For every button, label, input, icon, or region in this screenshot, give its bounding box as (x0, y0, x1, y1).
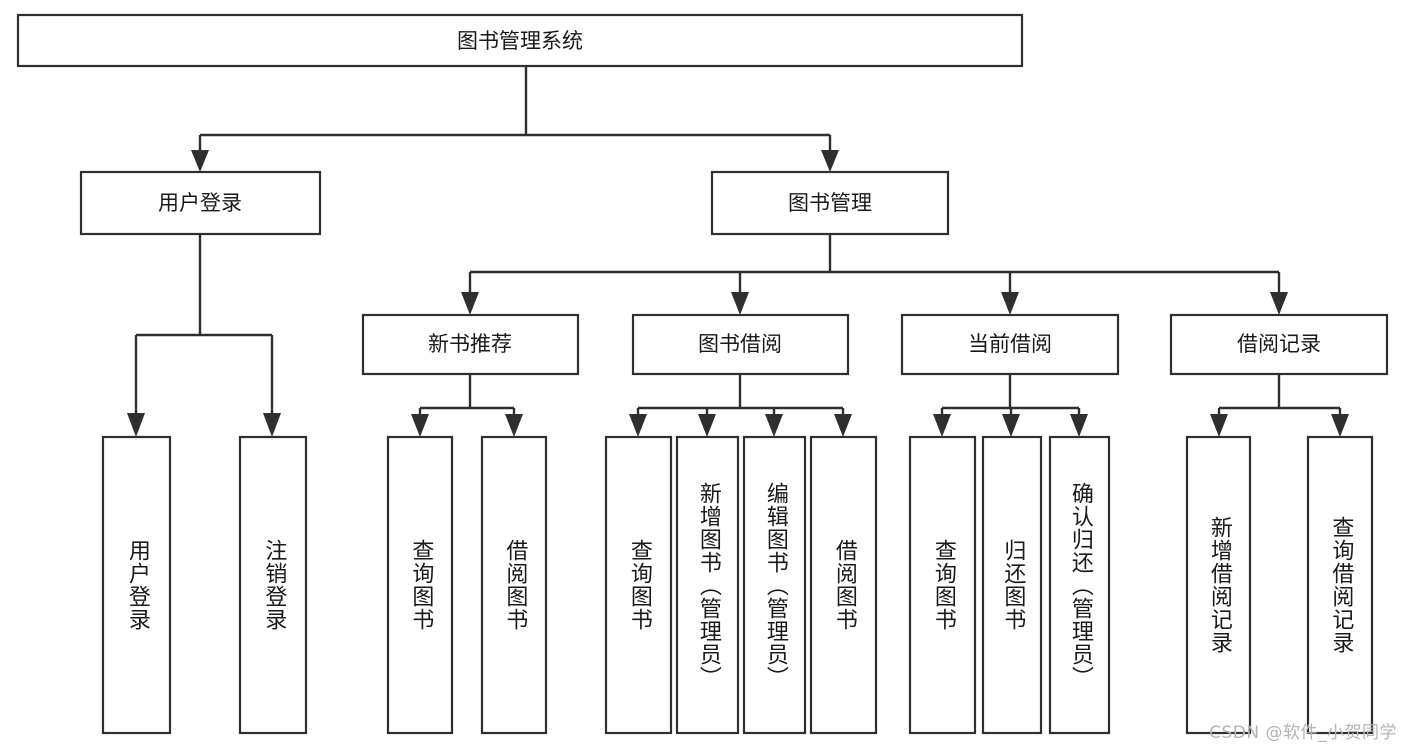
leaf-node-box[interactable] (809, 435, 878, 735)
leaf-node-box[interactable] (981, 435, 1043, 735)
node-layer: 图书管理系统 用户登录 图书管理 新书推荐 图书借阅 当前借阅 借阅记录 (16, 13, 1389, 376)
watermark: CSDN @软件_小贺同学 (1209, 723, 1397, 743)
arrow-head-leaf-user-login (127, 413, 145, 437)
arrow-head-borrowrecord-leaf-2 (1331, 414, 1349, 437)
arrow-head-bookborrow-leaf-4 (834, 414, 852, 437)
arrow-head-currentborrow-leaf-1 (933, 414, 951, 437)
node-book-borrow-box[interactable] (631, 313, 850, 376)
leaf-node-box[interactable] (386, 435, 454, 735)
node-book-manage-label: 图书管理 (788, 191, 872, 215)
connector-layer (127, 66, 1349, 437)
leaf-node-box[interactable] (480, 435, 548, 735)
arrow-head-newbook-leaf-2 (505, 414, 523, 437)
arrow-head-current-borrow (1001, 292, 1019, 315)
arrow-head-leaf-logout (263, 413, 281, 437)
node-current-borrow-label: 当前借阅 (968, 332, 1052, 356)
arrow-head-user-login (191, 150, 209, 172)
arrow-head-book-manage (821, 150, 839, 172)
node-user-login-box[interactable] (79, 170, 322, 236)
node-book-borrow-label: 图书借阅 (698, 332, 782, 356)
node-book-manage-box[interactable] (710, 170, 950, 236)
leaf-node-box[interactable] (675, 435, 740, 735)
arrow-head-newbook-leaf-1 (411, 414, 429, 437)
node-user-login-label: 用户登录 (158, 191, 242, 215)
leaf-node-box[interactable] (908, 435, 977, 735)
arrow-head-currentborrow-leaf-3 (1070, 414, 1088, 437)
leaf-box-layer (101, 435, 1374, 735)
arrow-head-borrowrecord-leaf-1 (1210, 414, 1228, 437)
node-new-book-rec-box[interactable] (361, 313, 580, 376)
leaf-node-box[interactable] (238, 435, 308, 735)
arrow-head-bookborrow-leaf-2 (698, 414, 716, 437)
leaf-node-box[interactable] (1306, 435, 1374, 735)
leaf-node-box[interactable] (1185, 435, 1252, 735)
arrow-head-bookborrow-leaf-3 (765, 414, 783, 437)
leaf-node-box[interactable] (742, 435, 807, 735)
node-current-borrow-box[interactable] (900, 313, 1120, 376)
leaf-node-box[interactable] (1048, 435, 1111, 735)
arrow-head-currentborrow-leaf-2 (1002, 414, 1020, 437)
arrow-head-bookborrow-leaf-1 (629, 414, 647, 437)
arrow-head-book-borrow (731, 292, 749, 315)
node-root-label: 图书管理系统 (457, 29, 583, 53)
arrow-head-borrow-record (1270, 292, 1288, 315)
node-borrow-record-box[interactable] (1169, 313, 1389, 376)
node-root-box[interactable] (16, 13, 1024, 68)
node-borrow-record-label: 借阅记录 (1237, 332, 1321, 356)
arrow-head-new-book-rec (461, 292, 479, 315)
node-new-book-rec-label: 新书推荐 (428, 332, 512, 356)
leaf-node-box[interactable] (604, 435, 673, 735)
leaf-node-box[interactable] (101, 435, 172, 735)
